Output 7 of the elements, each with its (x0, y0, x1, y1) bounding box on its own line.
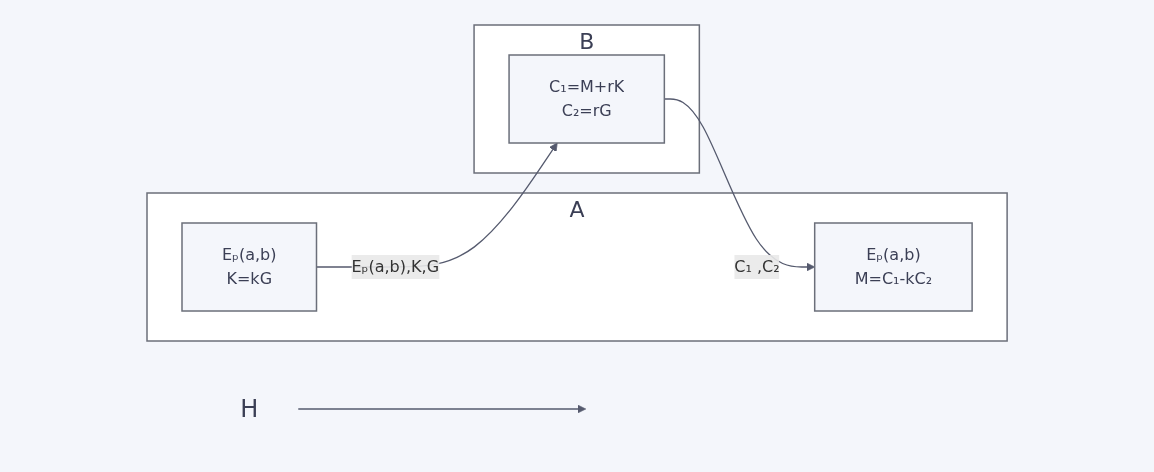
arrow (297, 404, 587, 414)
node-box: C₁=M+rK C₂=rG (508, 54, 666, 144)
node-text: H (240, 395, 259, 423)
edge-label: Eₚ(a,b),K,G (351, 257, 439, 276)
node-box: Eₚ(a,b) K=kG (181, 222, 318, 312)
node-box: Eₚ(a,b) M=C₁-kC₂ (813, 222, 973, 312)
edge-label: C₁ ,C₂ (734, 257, 780, 276)
